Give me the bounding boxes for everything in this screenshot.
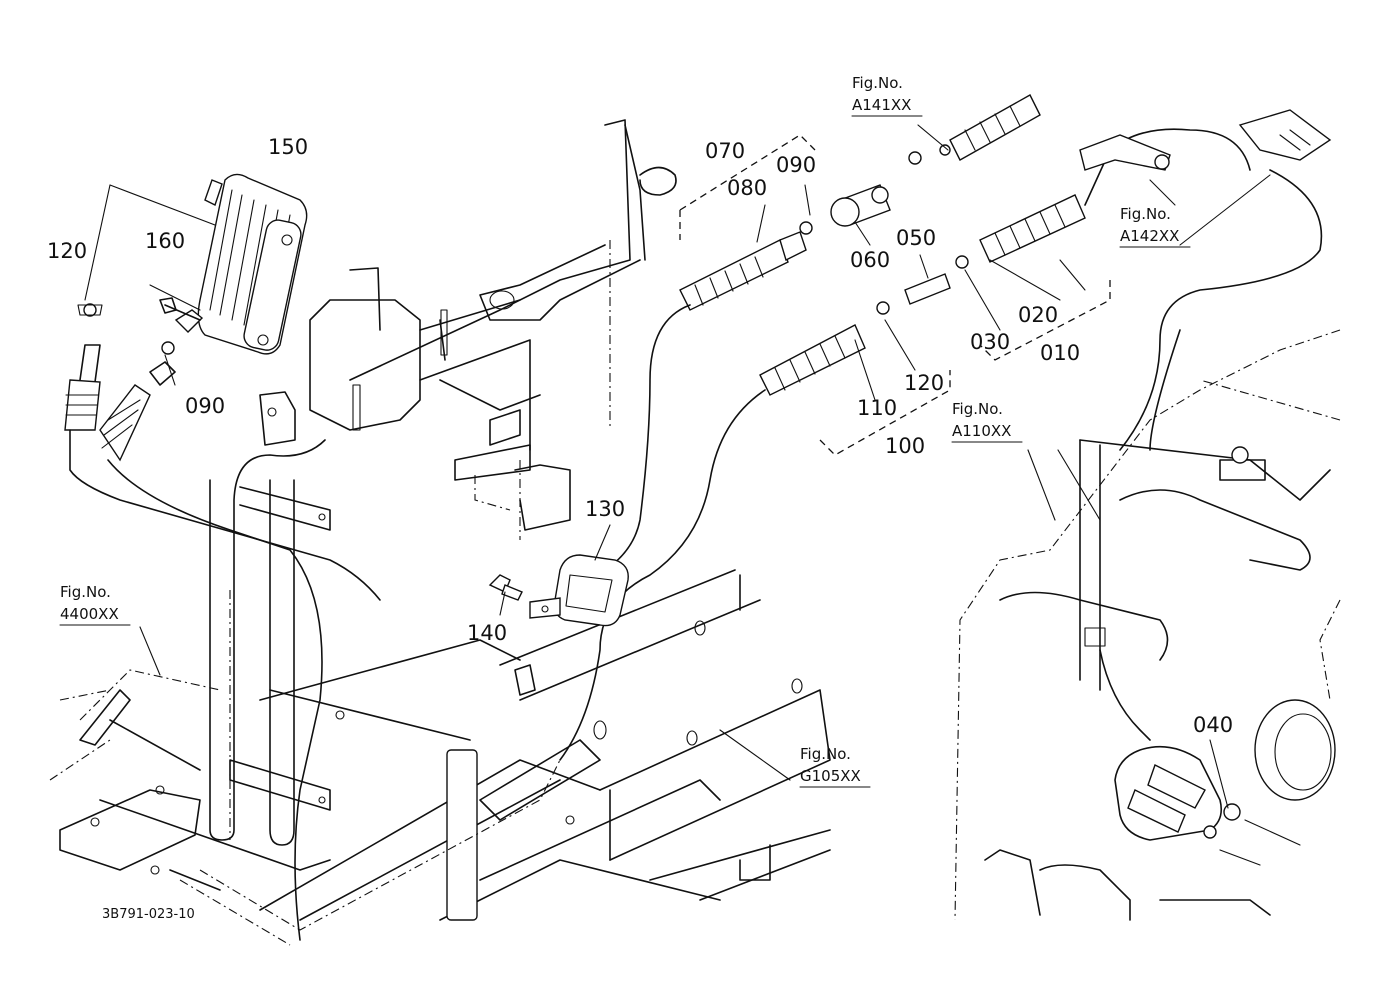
label-part-020: 020 (1018, 303, 1058, 327)
label-part-090-left: 090 (185, 394, 225, 418)
figref-g105-title: Fig.No. (800, 745, 851, 763)
left-hoses (64, 297, 381, 941)
cable-assembly (488, 94, 1332, 761)
label-part-150: 150 (268, 135, 308, 159)
figref-a110-code: A110XX (952, 422, 1011, 440)
group-bracket-010 (979, 280, 1111, 361)
label-part-100: 100 (885, 434, 925, 458)
figref-4400-title: Fig.No. (60, 583, 111, 601)
figref-a141-title: Fig.No. (852, 74, 903, 92)
frame-posts (209, 391, 331, 846)
label-part-080: 080 (727, 176, 767, 200)
label-part-120-left: 120 (47, 239, 87, 263)
label-part-140: 140 (467, 621, 507, 645)
leader-lines (84, 124, 1271, 809)
label-part-030: 030 (970, 330, 1010, 354)
figref-a142-title: Fig.No. (1120, 205, 1171, 223)
label-part-160: 160 (145, 229, 185, 253)
label-part-010: 010 (1040, 341, 1080, 365)
figref-a142-code: A142XX (1120, 227, 1179, 245)
group-bracket-070 (679, 134, 816, 240)
label-part-130: 130 (585, 497, 625, 521)
figref-g105-code: G105XX (800, 767, 861, 785)
label-part-060: 060 (850, 248, 890, 272)
group-bracket-100 (819, 370, 951, 456)
diagram-code: 3B791-023-10 (102, 907, 195, 922)
figref-4400-code: 4400XX (60, 605, 119, 623)
mount-bracket (309, 119, 677, 540)
label-part-090-right: 090 (776, 153, 816, 177)
label-part-050: 050 (896, 226, 936, 250)
label-part-040: 040 (1193, 713, 1233, 737)
label-part-070: 070 (705, 139, 745, 163)
engine-block (954, 329, 1341, 921)
chassis-frame (49, 569, 831, 946)
figref-a110-title: Fig.No. (952, 400, 1003, 418)
figref-a141-code: A141XX (852, 96, 911, 114)
label-part-110: 110 (857, 396, 897, 420)
label-part-120-right: 120 (904, 371, 944, 395)
oil-cooler (174, 173, 308, 355)
figure-ref-underlines (59, 115, 1191, 788)
